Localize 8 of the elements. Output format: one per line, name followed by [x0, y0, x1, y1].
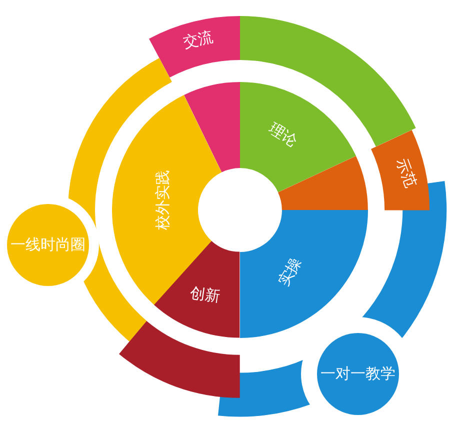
badge-label: 一线时尚圈	[10, 238, 86, 252]
segment-label: 示范	[394, 156, 418, 190]
segment-label: 交流	[182, 30, 214, 50]
badge-label: 一对一教学	[320, 366, 396, 382]
segment-label: 校外实践	[155, 170, 170, 230]
segment-label: 创新	[189, 285, 221, 304]
segment-label: 理论	[266, 120, 300, 150]
segment-label: 实操	[276, 255, 304, 289]
